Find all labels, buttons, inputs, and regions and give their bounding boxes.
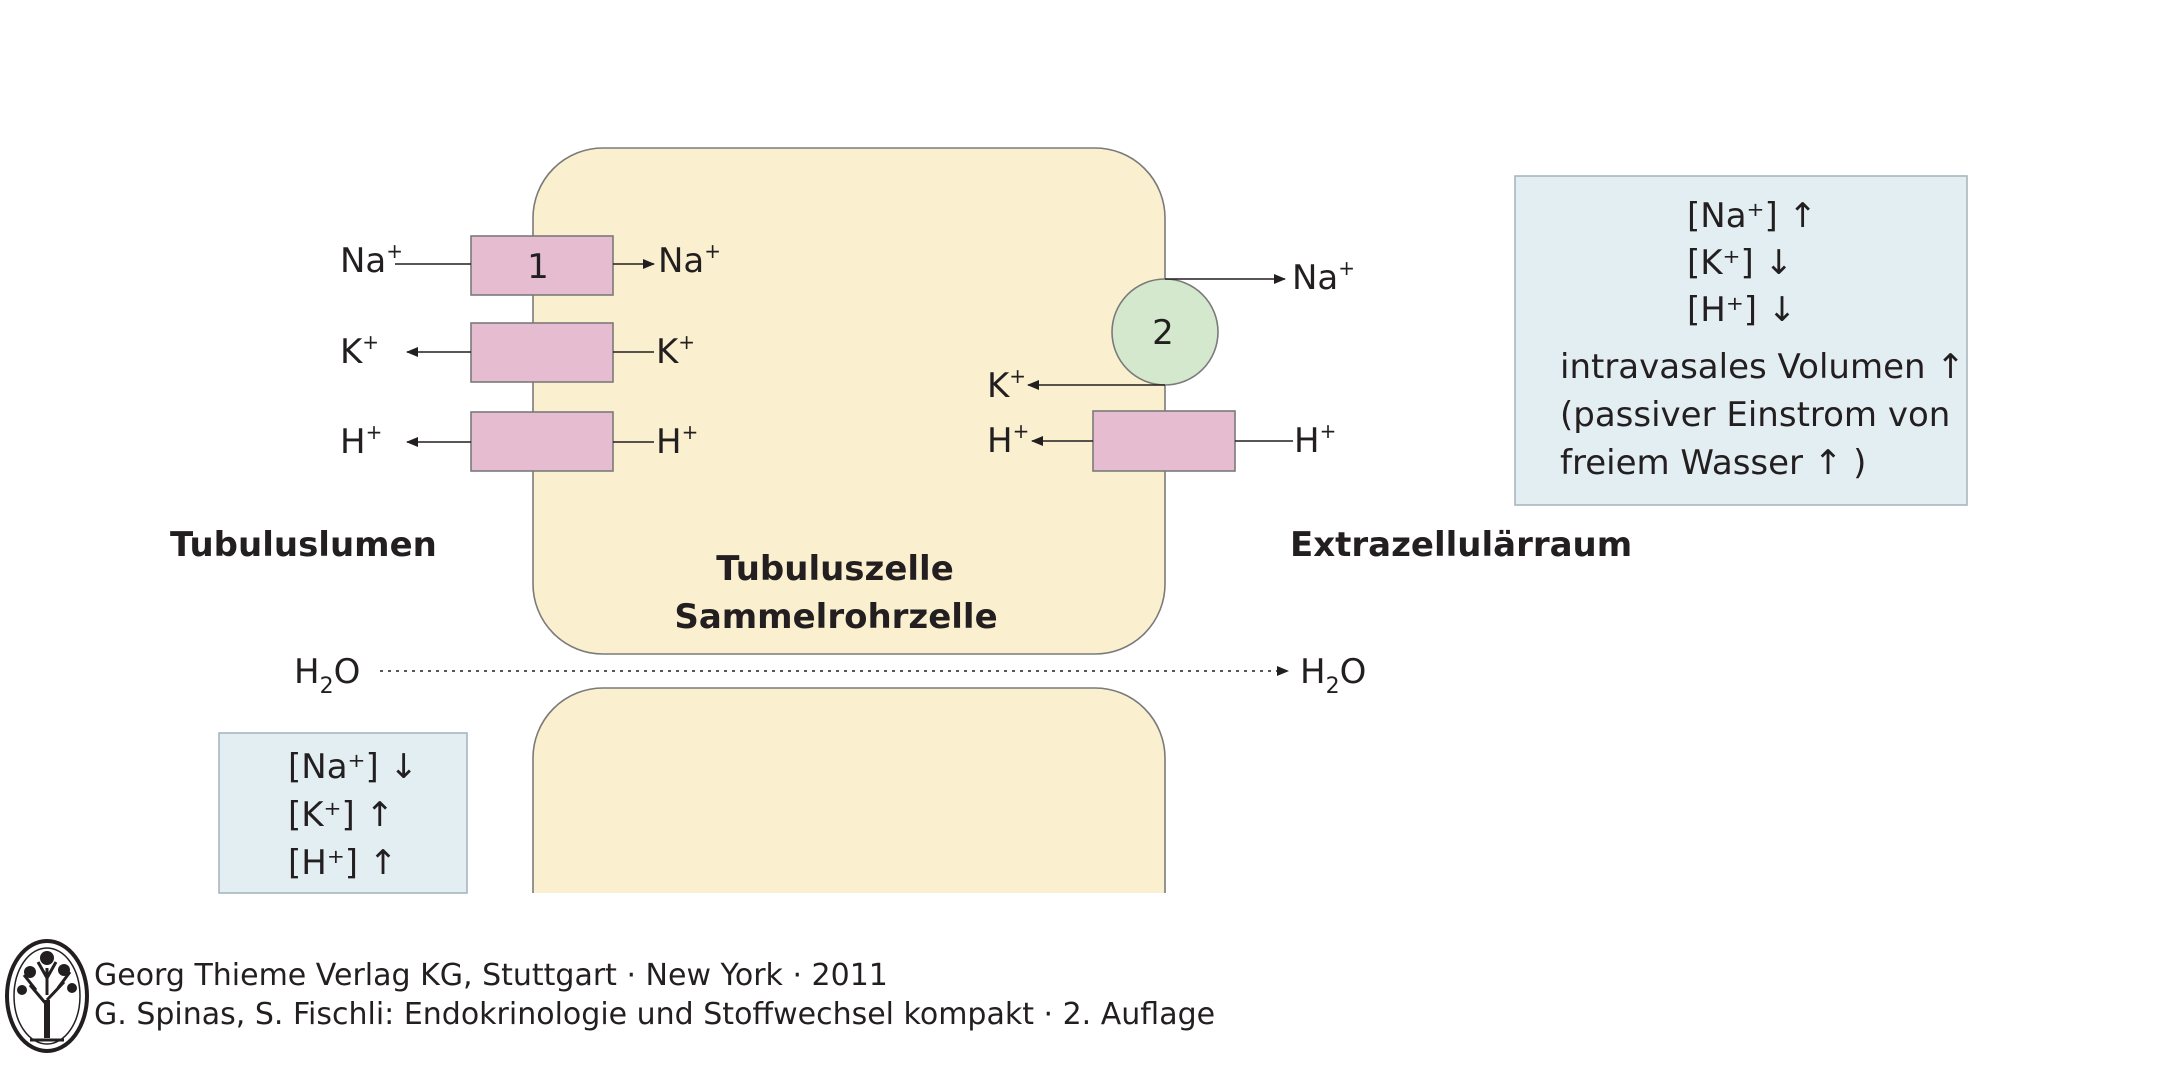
lower-tubule-cell <box>532 687 1166 893</box>
transporter-1-number: 1 <box>527 247 549 287</box>
lumen-na-down: [Na⁺] ↓ <box>288 747 418 787</box>
pump-2-number: 2 <box>1152 313 1174 353</box>
transporter-1-na-channel <box>470 235 614 296</box>
thieme-logo <box>5 939 89 1053</box>
ecf-h-down: [H⁺] ↓ <box>1687 290 1796 330</box>
sammelrohrzelle-label: Sammelrohrzelle <box>674 597 997 637</box>
na-ecf-label: Na+ <box>1292 256 1355 298</box>
k-lumen-label: K+ <box>340 330 379 372</box>
h-cell-label: H+ <box>656 420 698 462</box>
publisher-credit: Georg Thieme Verlag KG, Stuttgart · New … <box>94 958 888 993</box>
h-basolateral-cell-label: H+ <box>987 419 1029 461</box>
h-pump-apical <box>470 411 614 472</box>
na-cell-label: Na+ <box>658 239 721 281</box>
h-lumen-label: H+ <box>340 420 382 462</box>
ecf-passive-influx-line1: (passiver Einstrom von <box>1560 395 1950 435</box>
k-basolateral-label: K+ <box>987 364 1026 406</box>
h2o-ecf-label: H2O <box>1300 652 1366 699</box>
k-channel-apical <box>470 322 614 383</box>
book-credit: G. Spinas, S. Fischli: Endokrinologie un… <box>94 997 1215 1032</box>
k-cell-label: K+ <box>656 330 695 372</box>
ecf-summary-box <box>1514 175 1968 506</box>
ecf-na-up: [Na⁺] ↑ <box>1687 196 1817 236</box>
h-exchanger-basolateral <box>1092 410 1236 472</box>
ecf-passive-influx-line2: freiem Wasser ↑ ) <box>1560 443 1866 483</box>
na-lumen-label: Na+ <box>340 239 403 281</box>
ecf-volume-up: intravasales Volumen ↑ <box>1560 347 1965 387</box>
tubuluszelle-label: Tubuluszelle <box>716 549 954 589</box>
lumen-summary-box <box>218 732 468 894</box>
h-ecf-label: H+ <box>1294 419 1336 461</box>
extrazellularraum-label: Extrazellulärraum <box>1290 525 1632 565</box>
upper-tubule-cell <box>532 147 1166 655</box>
h2o-lumen-label: H2O <box>294 652 360 699</box>
tubuluslumen-label: Tubuluslumen <box>170 525 437 565</box>
lumen-h-up: [H⁺] ↑ <box>288 843 397 883</box>
ecf-k-down: [K⁺] ↓ <box>1687 243 1793 283</box>
lumen-k-up: [K⁺] ↑ <box>288 795 394 835</box>
